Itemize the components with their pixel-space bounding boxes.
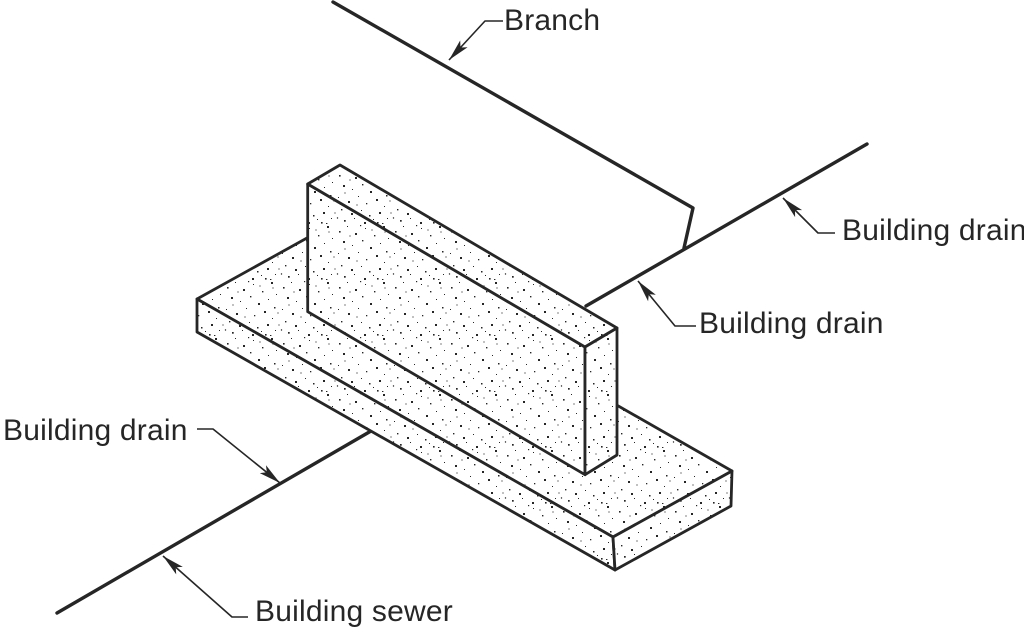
building-drain-left-label: Building drain [3,414,188,447]
branch-arrowhead-icon [449,40,468,60]
branch-label: Branch [504,4,601,37]
building-drain-left-leader-line [197,428,281,484]
building-drain-pipe-line [584,142,869,308]
arrowheads [163,40,803,575]
branch-leader-line [448,20,503,61]
branch-pipe-line [331,0,695,250]
foundation-wall [306,163,619,477]
building-drain-mid-label: Building drain [699,307,884,340]
building-drain-right-arrowhead-icon [783,198,803,218]
wall-right-face [583,326,619,477]
building-drain-left-arrowhead-icon [259,465,280,483]
building-sewer-arrowhead-icon [163,556,183,575]
building-sewer-leader-line [162,555,248,618]
footing-right-face [611,469,734,572]
building-drain-right-label: Building drain [842,214,1024,247]
building-sewer-label: Building sewer [255,595,453,628]
building-drain-mid-leader-line [637,280,696,327]
building-sewer-pipe-line [55,429,373,615]
building-drain-mid-arrowhead-icon [638,281,656,302]
